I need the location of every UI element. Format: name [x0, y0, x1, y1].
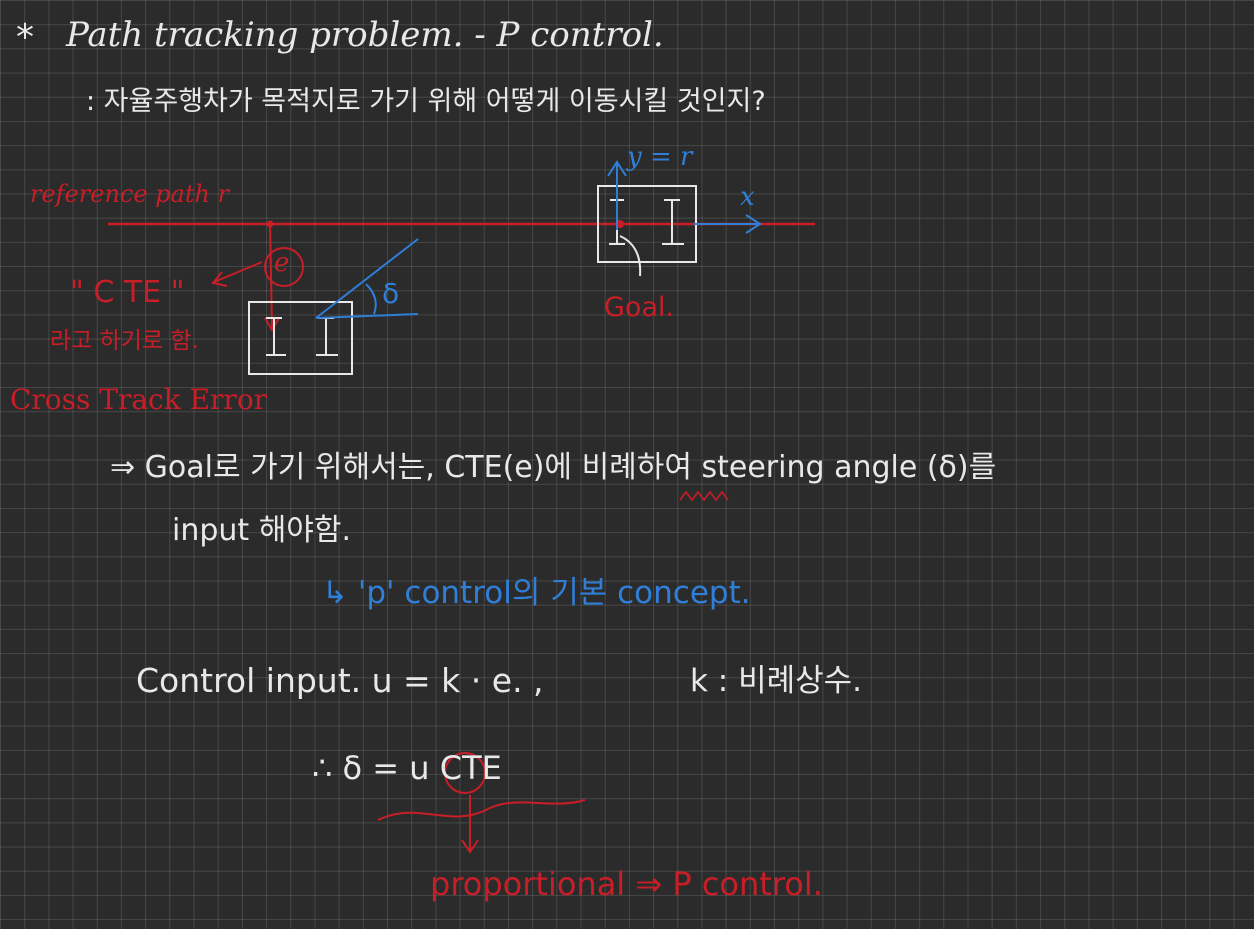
control-input-equation: Control input. u = k · e. , — [136, 661, 544, 700]
note-line-2: input 해야함. — [172, 513, 352, 548]
e-circle — [264, 247, 304, 287]
delta-label: δ — [382, 277, 400, 310]
x-axis-label: x — [740, 182, 755, 212]
k-definition: k : 비례상수. — [690, 663, 863, 699]
cte-quote-label: " C TE " — [70, 275, 185, 310]
subtitle: : 자율주행차가 목적지로 가기 위해 어떻게 이동시킬 것인지? — [86, 86, 766, 117]
e-label: e — [274, 248, 290, 278]
y-axis-label: y = r — [627, 142, 693, 172]
title-star: * — [16, 17, 34, 58]
cte-arrow — [269, 221, 273, 329]
note-line-1: ⇒ Goal로 가기 위해서는, CTE(e)에 비례하여 steering a… — [110, 450, 997, 485]
goal-label: Goal. — [604, 292, 675, 323]
page-title: Path tracking problem. - P control. — [66, 15, 664, 55]
u-circle — [444, 752, 486, 794]
p-control-concept: ↳ 'p' control의 기본 concept. — [322, 575, 751, 611]
proportional-label: proportional ⇒ P control. — [430, 865, 823, 903]
delta-equation: ∴ δ = u CTE — [312, 749, 502, 787]
cte-korean-label: 라고 하기로 함. — [50, 328, 199, 354]
reference-path-label: reference path r — [30, 180, 230, 208]
steering-line — [315, 238, 419, 319]
car-box-left — [248, 301, 353, 375]
heading-line — [315, 313, 419, 319]
cte-full-label: Cross Track Error — [10, 383, 268, 416]
